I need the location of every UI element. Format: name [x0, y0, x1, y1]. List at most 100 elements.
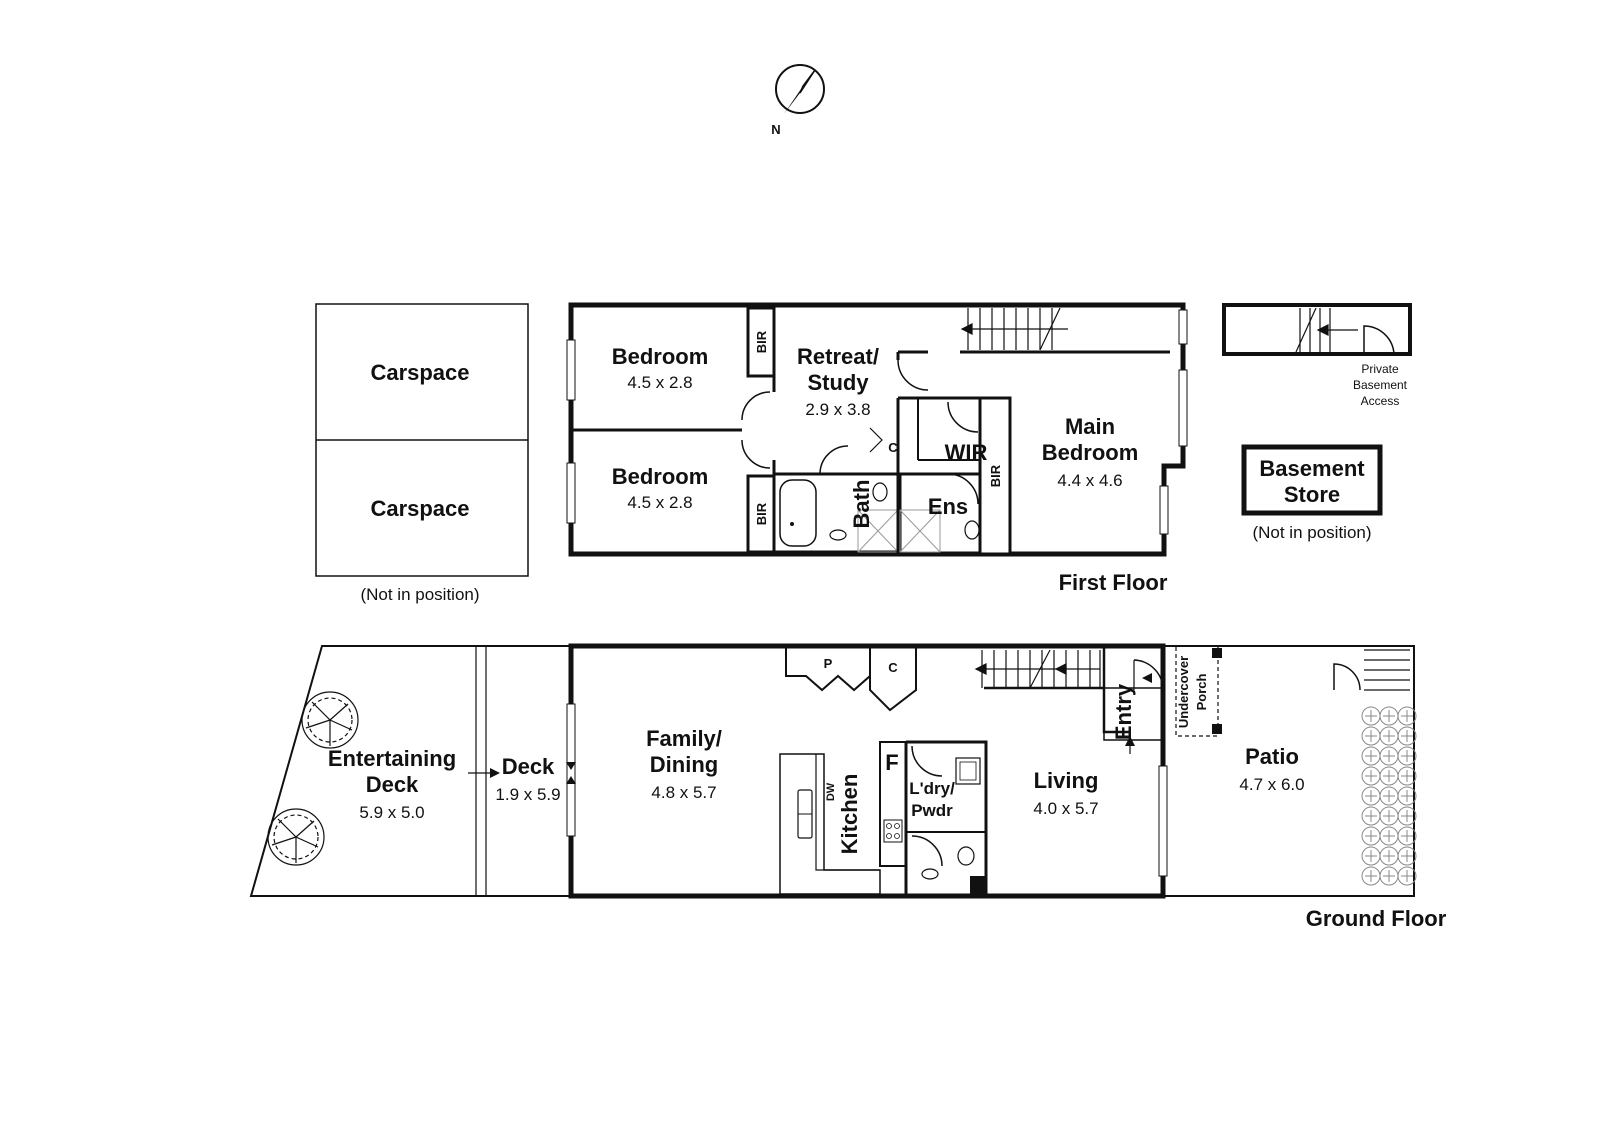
door-swing: [1363, 325, 1395, 355]
basement-access-line1: Private: [1361, 362, 1399, 376]
basement-store-line1: Basement: [1259, 456, 1365, 481]
cupboard-label: C: [888, 440, 898, 455]
wir-label: WIR: [945, 440, 988, 465]
pantry-outline: [785, 646, 871, 692]
bir-label-2: BIR: [754, 502, 769, 525]
entry-outline: [1103, 687, 1163, 741]
main-bedroom-name-line1: Main: [1065, 414, 1115, 439]
bedroom-2-dims: 4.5 x 2.8: [627, 493, 692, 512]
basement-access-outline: [1222, 303, 1412, 356]
retreat-name-line1: Retreat/: [797, 344, 879, 369]
stairs-icon: [974, 649, 1101, 689]
basement-access: Private Basement Access Basement Store (…: [1222, 303, 1412, 542]
entertaining-name-line2: Deck: [366, 772, 419, 797]
laundry-tub-icon: [955, 757, 981, 785]
bir-cupboard-2: [746, 474, 776, 554]
window: [566, 462, 576, 524]
tree-icon: [267, 808, 325, 866]
ens-label: Ens: [928, 494, 968, 519]
stairs-icon: [1295, 307, 1358, 353]
basement-access-line2: Basement: [1353, 378, 1408, 392]
fridge-wall: [879, 741, 907, 867]
retreat-name-line2: Study: [807, 370, 869, 395]
bedroom-2-name: Bedroom: [612, 464, 709, 489]
toilet-icon: [964, 520, 980, 540]
cooktop-icon: [883, 819, 903, 843]
bir-label-3: BIR: [988, 464, 1003, 487]
family-dims: 4.8 x 5.7: [651, 783, 716, 802]
compass-label: N: [771, 122, 780, 137]
basement-access-line3: Access: [1361, 394, 1400, 408]
arrow-right-icon: [490, 768, 500, 778]
patio-dims: 4.7 x 6.0: [1239, 775, 1304, 794]
tree-icon: [301, 691, 359, 749]
door-swing: [741, 439, 771, 469]
retreat-dims: 2.9 x 3.8: [805, 400, 870, 419]
pantry-label: P: [824, 656, 833, 671]
porch-line1: Undercover: [1176, 656, 1191, 728]
patio-name: Patio: [1245, 744, 1299, 769]
basin-icon: [829, 529, 847, 541]
basin-icon: [921, 868, 939, 880]
stairs-icon: [1364, 649, 1410, 691]
deck-name: Deck: [502, 754, 555, 779]
planter-hedge-icon: [1361, 706, 1417, 886]
arrow-up-icon: [1125, 736, 1135, 746]
column: [970, 876, 986, 896]
family-name-line2: Dining: [650, 752, 718, 777]
carspace-note: (Not in position): [360, 585, 479, 604]
compass-ring: [775, 64, 825, 114]
toilet-icon: [872, 482, 888, 502]
living-dims: 4.0 x 5.7: [1033, 799, 1098, 818]
laundry-walls: [906, 740, 988, 896]
carspace-block: Carspace Carspace (Not in position): [315, 303, 529, 604]
deck-dims: 1.9 x 5.9: [495, 785, 560, 804]
toilet-icon: [957, 846, 975, 866]
main-bedroom-dims: 4.4 x 4.6: [1057, 471, 1122, 490]
carspace-label-2: Carspace: [370, 496, 469, 521]
laundry-line1: L'dry/: [909, 779, 955, 798]
stairs-icon: [960, 307, 1068, 351]
carspace-label-1: Carspace: [370, 360, 469, 385]
bath-label: Bath: [849, 480, 874, 529]
first-floor: Bedroom 4.5 x 2.8 Bedroom 4.5 x 2.8 BIR …: [566, 302, 1188, 595]
bedroom-1-name: Bedroom: [612, 344, 709, 369]
shower-icon: [857, 509, 941, 553]
porch-line2: Porch: [1194, 674, 1209, 711]
kitchen-label: Kitchen: [837, 774, 862, 855]
basement-store-line2: Store: [1284, 482, 1340, 507]
window: [1158, 765, 1168, 877]
porch-post: [1212, 724, 1222, 734]
window: [566, 339, 576, 401]
door-swing: [1333, 663, 1361, 691]
family-name-line1: Family/: [646, 726, 722, 751]
bir-cupboard-3: [978, 396, 1012, 556]
laundry-line2: Pwdr: [911, 801, 953, 820]
first-floor-title: First Floor: [1059, 570, 1168, 595]
fridge-label: F: [885, 750, 898, 775]
ground-floor: Entertaining Deck 5.9 x 5.0 Deck 1.9 x 5…: [249, 643, 1447, 931]
cupboard-label: C: [888, 660, 898, 675]
basement-store-note: (Not in position): [1252, 523, 1371, 542]
window: [1178, 309, 1188, 345]
living-name: Living: [1034, 768, 1099, 793]
door-swing: [741, 391, 771, 421]
entertaining-name-line1: Entertaining: [328, 746, 456, 771]
entertaining-dims: 5.9 x 5.0: [359, 803, 424, 822]
main-bedroom-name-line2: Bedroom: [1042, 440, 1139, 465]
arrow-left-icon: [1142, 673, 1152, 683]
window: [1178, 369, 1188, 447]
basement-store-outline: [1241, 444, 1383, 516]
window: [1159, 485, 1169, 535]
bir-label-1: BIR: [754, 330, 769, 353]
bir-cupboard-1: [746, 306, 776, 378]
bathtub-icon: [779, 479, 817, 547]
compass: N: [771, 64, 825, 137]
cupboard-outline: [869, 646, 917, 712]
front-door-swing: [1133, 659, 1164, 691]
entry-label: Entry: [1111, 683, 1136, 740]
bedroom-1-dims: 4.5 x 2.8: [627, 373, 692, 392]
porch-post: [1212, 648, 1222, 658]
ground-floor-title: Ground Floor: [1306, 906, 1447, 931]
